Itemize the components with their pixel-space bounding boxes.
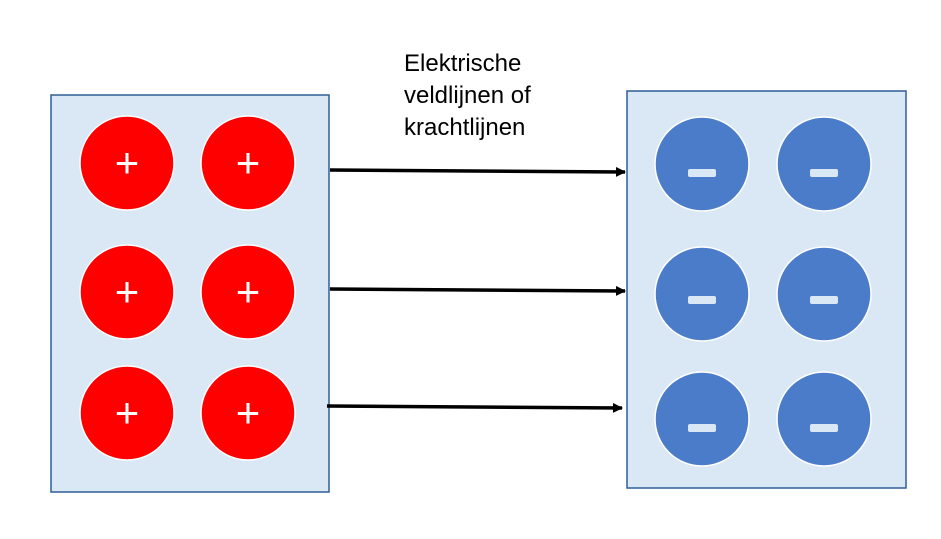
negative-symbol	[688, 169, 716, 177]
negative-symbol	[688, 424, 716, 432]
positive-charge: +	[79, 365, 175, 461]
negative-symbol	[688, 296, 716, 304]
positive-symbol: +	[115, 389, 140, 436]
positive-charge: +	[79, 244, 175, 340]
negative-charge	[654, 116, 750, 212]
negative-charge	[776, 371, 872, 467]
positive-symbol: +	[236, 139, 261, 186]
positive-symbol: +	[115, 268, 140, 315]
positive-charge: +	[200, 365, 296, 461]
negative-symbol	[810, 296, 838, 304]
positive-charge: +	[200, 115, 296, 211]
field-line-arrow	[329, 166, 626, 177]
negative-charge	[654, 246, 750, 342]
caption-line: krachtlijnen	[404, 114, 526, 141]
caption-line: Elektrische	[404, 50, 522, 77]
negative-symbol	[810, 424, 838, 432]
positive-symbol: +	[236, 389, 261, 436]
negative-charge	[776, 116, 872, 212]
field-lines-caption: Elektrische veldlijnen of krachtlijnen	[404, 48, 664, 144]
negative-charge	[654, 371, 750, 467]
positive-symbol: +	[115, 139, 140, 186]
field-line-arrow	[329, 285, 626, 296]
negative-symbol	[810, 169, 838, 177]
positive-charge: +	[200, 244, 296, 340]
caption-line: veldlijnen of	[404, 82, 531, 109]
field-line-arrow	[326, 402, 623, 413]
negative-charge	[776, 246, 872, 342]
positive-charge: +	[79, 115, 175, 211]
positive-symbol: +	[236, 268, 261, 315]
